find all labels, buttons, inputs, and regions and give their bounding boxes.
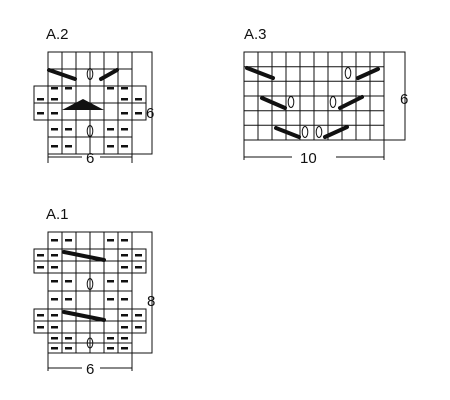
chart-a1-grid [33,231,147,354]
chart-a2-stitch-symbols [47,68,119,137]
chart-a1-purl-marks [37,239,142,350]
chart-a2: A.2 [33,26,154,167]
chart-a1-dimensions: 8 6 [47,231,155,378]
chart-a1-height-label: 8 [147,293,155,310]
chart-a2-dimensions: 6 6 [47,51,154,167]
chart-a2-height-label: 6 [146,105,154,122]
chart-a3-stitch-symbols [245,66,380,139]
chart-a1-stitch-symbols [62,250,106,349]
chart-a1: A.1 [33,206,155,378]
chart-a2-width-label: 6 [86,150,94,167]
chart-a3-title: A.3 [244,26,267,43]
chart-a3-width-label: 10 [300,150,317,167]
chart-a3: A.3 6 10 [243,26,408,167]
chart-a1-title: A.1 [46,206,69,223]
chart-a3-grid [243,51,385,141]
chart-a3-dimensions: 6 10 [243,51,408,167]
chart-a1-width-label: 6 [86,361,94,378]
chart-a3-height-label: 6 [400,91,408,108]
chart-a2-title: A.2 [46,26,69,43]
chart-a2-purl-marks [37,87,142,148]
